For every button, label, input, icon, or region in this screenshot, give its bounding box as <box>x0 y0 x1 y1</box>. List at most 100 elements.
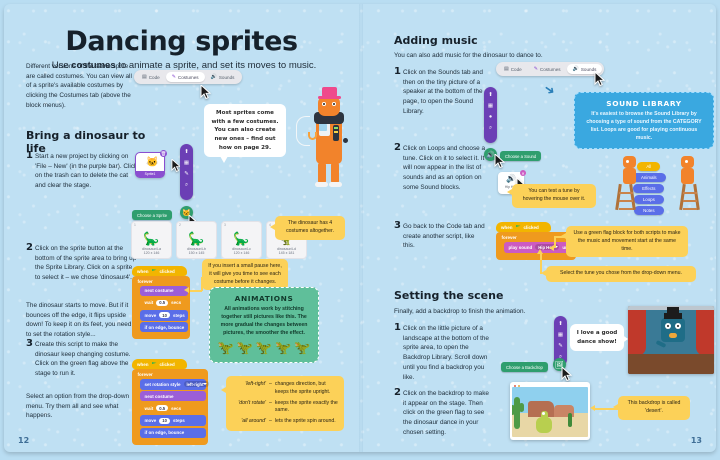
dino-character-illustration <box>296 87 356 202</box>
sound-library-feature-box: SOUND LIBRARY It's easiest to browse the… <box>574 92 714 150</box>
page-subtitle: Use costumes to animate a sprite, and se… <box>14 60 354 71</box>
script2-set-rotation-label: set rotation style <box>144 381 181 387</box>
sound-library-title: SOUND LIBRARY <box>606 99 682 108</box>
script1-when-flag-clicked[interactable]: when clicked <box>132 266 187 276</box>
delete-sprite-icon[interactable]: 🗑 <box>160 150 167 157</box>
right-tabbar: ▤ Code ✎ Costumes 🔊 Sounds <box>496 62 605 76</box>
script1-move[interactable]: move 10 steps <box>139 309 188 321</box>
script-2[interactable]: when clicked forever set rotation style … <box>132 359 209 445</box>
callout-desert-backdrop: This backdrop is called 'desert'. <box>613 396 690 420</box>
choose-a-sound-button[interactable]: 🔊 <box>484 148 497 161</box>
sound-card-caption: Hip Hop <box>504 184 518 189</box>
paint-icon[interactable]: ✎ <box>184 171 189 177</box>
tab-code-left[interactable]: ▤ Code <box>136 72 166 82</box>
script2-forever-loop[interactable]: forever set rotation style left-right ne… <box>132 369 209 445</box>
costume-4-name: dinosaur4-d <box>277 246 296 251</box>
costume-thumb-3[interactable]: 3 🦕 dinosaur4-c 120 x 146 <box>221 221 262 259</box>
rotation-option-2-desc: keeps the sprite exactly the same. <box>274 399 338 414</box>
costume-2-size: 150 x 145 <box>188 251 205 256</box>
category-effects[interactable]: Effects <box>633 184 665 193</box>
script1-move-value[interactable]: 10 <box>159 312 170 318</box>
category-loops[interactable]: Loops <box>633 195 664 204</box>
search-icon[interactable]: ⌕ <box>488 125 493 131</box>
music-step-1: 1 Click on the Sounds tab and then on th… <box>394 67 486 117</box>
category-all[interactable]: All <box>637 162 661 171</box>
search-icon[interactable]: ⌕ <box>184 182 189 188</box>
music-intro: You can also add music for the dinosaur … <box>394 52 543 59</box>
animations-body: All animations work by stitching togethe… <box>220 306 308 337</box>
costume-thumb-1[interactable]: 1 🦕 dinosaur4-a 120 x 146 <box>131 221 172 259</box>
bubble-sprites-costumes: Most sprites come with a few costumes. Y… <box>204 104 286 164</box>
step-1-number: 1 <box>26 150 33 161</box>
category-animals[interactable]: Animals <box>632 173 666 182</box>
script2-wait-value[interactable]: 0.5 <box>156 405 169 411</box>
script1-wait-value[interactable]: 0.5 <box>156 299 169 306</box>
callout-select-tune-leader <box>540 254 542 274</box>
script1-next-costume[interactable]: next costume <box>139 285 188 296</box>
search-icon[interactable]: ⌕ <box>558 354 563 360</box>
desert-backdrop-preview[interactable] <box>510 382 590 440</box>
window-dot-red <box>514 384 516 387</box>
costume-4-index: 4 <box>269 223 271 227</box>
music-step-2-number: 2 <box>394 142 401 153</box>
desert-scene <box>512 387 588 437</box>
step-3: 3 Create this script to make the dinosau… <box>26 338 138 379</box>
script1-wait[interactable]: wait 0.5 secs <box>139 297 188 308</box>
script2-move-value[interactable]: 10 <box>159 417 170 424</box>
note-after-step-3: The dinosaur starts to move. But if it b… <box>26 302 132 339</box>
animation-frame-icon: 🦖 <box>275 340 292 356</box>
callout-pause-leader2 <box>201 277 203 291</box>
rotation-option-3-label: 'all around' <box>241 418 266 425</box>
tab-code-right[interactable]: ▤ Code <box>498 64 528 74</box>
script2-rotation-dropdown[interactable]: left-right <box>183 381 209 387</box>
callout-green-flag-leader2 <box>554 236 556 248</box>
tab-sounds-left[interactable]: 🔊 Sounds <box>205 72 241 82</box>
upload-icon[interactable]: ⬆ <box>184 149 189 155</box>
tab-costumes-left[interactable]: ✎ Costumes <box>165 72 205 82</box>
step-3-text: Create this script to make the dinosaur … <box>35 340 131 378</box>
surprise-icon[interactable]: ▦ <box>183 160 190 166</box>
category-notes[interactable]: Notes <box>634 206 664 215</box>
tab-sounds-right[interactable]: 🔊 Sounds <box>566 64 603 74</box>
script2-wait[interactable]: wait 0.5 secs <box>139 402 206 414</box>
script1-if-on-edge[interactable]: if on edge, bounce <box>139 322 188 332</box>
callout-rotation-arrow <box>221 386 226 393</box>
script2-wait-label-a: wait <box>144 405 154 411</box>
script2-if-on-edge[interactable]: if on edge, bounce <box>139 427 206 438</box>
upload-icon[interactable]: ⬆ <box>558 321 563 327</box>
callout-green-flag: Use a green flag block for both scripts … <box>561 226 688 258</box>
script2-when-flag-clicked[interactable]: when clicked <box>132 359 187 369</box>
paint-icon[interactable]: ✎ <box>558 343 563 349</box>
sprite-card[interactable]: 🐱 Sprite1 🗑 <box>135 150 167 178</box>
script2-move[interactable]: move 10 steps <box>139 415 206 426</box>
script3-when-flag-clicked[interactable]: when clicked <box>496 222 551 232</box>
callout-rotation-options: 'left-right' – changes direction, but ke… <box>221 376 344 431</box>
script3-hat-label: when <box>501 224 513 230</box>
delete-sound-icon[interactable]: ✕ <box>520 170 526 176</box>
code-icon: ▤ <box>142 74 147 80</box>
script2-next-costume[interactable]: next costume <box>139 391 206 401</box>
upload-icon[interactable]: ⬆ <box>488 92 493 98</box>
tab-costumes-right[interactable]: ✎ Costumes <box>528 64 567 74</box>
surprise-icon[interactable]: ▦ <box>487 103 494 109</box>
script2-hat-tail: clicked <box>159 361 175 367</box>
scene-step-2-number: 2 <box>394 387 401 398</box>
tab-sounds-left-label: Sounds <box>218 74 235 80</box>
script2-set-rotation-style[interactable]: set rotation style left-right <box>139 378 209 390</box>
script1-forever-loop[interactable]: forever next costume wait 0.5 secs move … <box>132 276 190 339</box>
costume-thumb-2[interactable]: 2 🦕 dinosaur4-b 150 x 145 <box>176 221 217 259</box>
callout-hover-tune: You can test a tune by hovering the mous… <box>507 184 596 208</box>
script-1[interactable]: when clicked forever next costume wait 0… <box>132 266 190 339</box>
callout-green-flag-arrow <box>561 232 566 239</box>
surprise-icon[interactable]: ▦ <box>557 332 564 338</box>
music-step-2: 2 Click on Loops and choose a tune. Clic… <box>394 142 486 193</box>
script2-if-on-edge-label: if on edge, bounce <box>144 430 185 435</box>
callout-hover-arrow <box>507 188 512 195</box>
callout-green-flag-text: Use a green flag block for both scripts … <box>573 230 681 252</box>
script-3[interactable]: when clicked forever play sound Hip Hop … <box>496 222 584 260</box>
rotation-option-row-3: 'all around' – lets the sprite spin arou… <box>232 418 338 426</box>
costume-3-index: 3 <box>224 223 226 227</box>
record-icon[interactable]: ● <box>488 114 493 120</box>
section-heading-music: Adding music <box>394 34 478 47</box>
costume-4-caption: dinosaur4-d 145 x 181 <box>267 247 306 256</box>
